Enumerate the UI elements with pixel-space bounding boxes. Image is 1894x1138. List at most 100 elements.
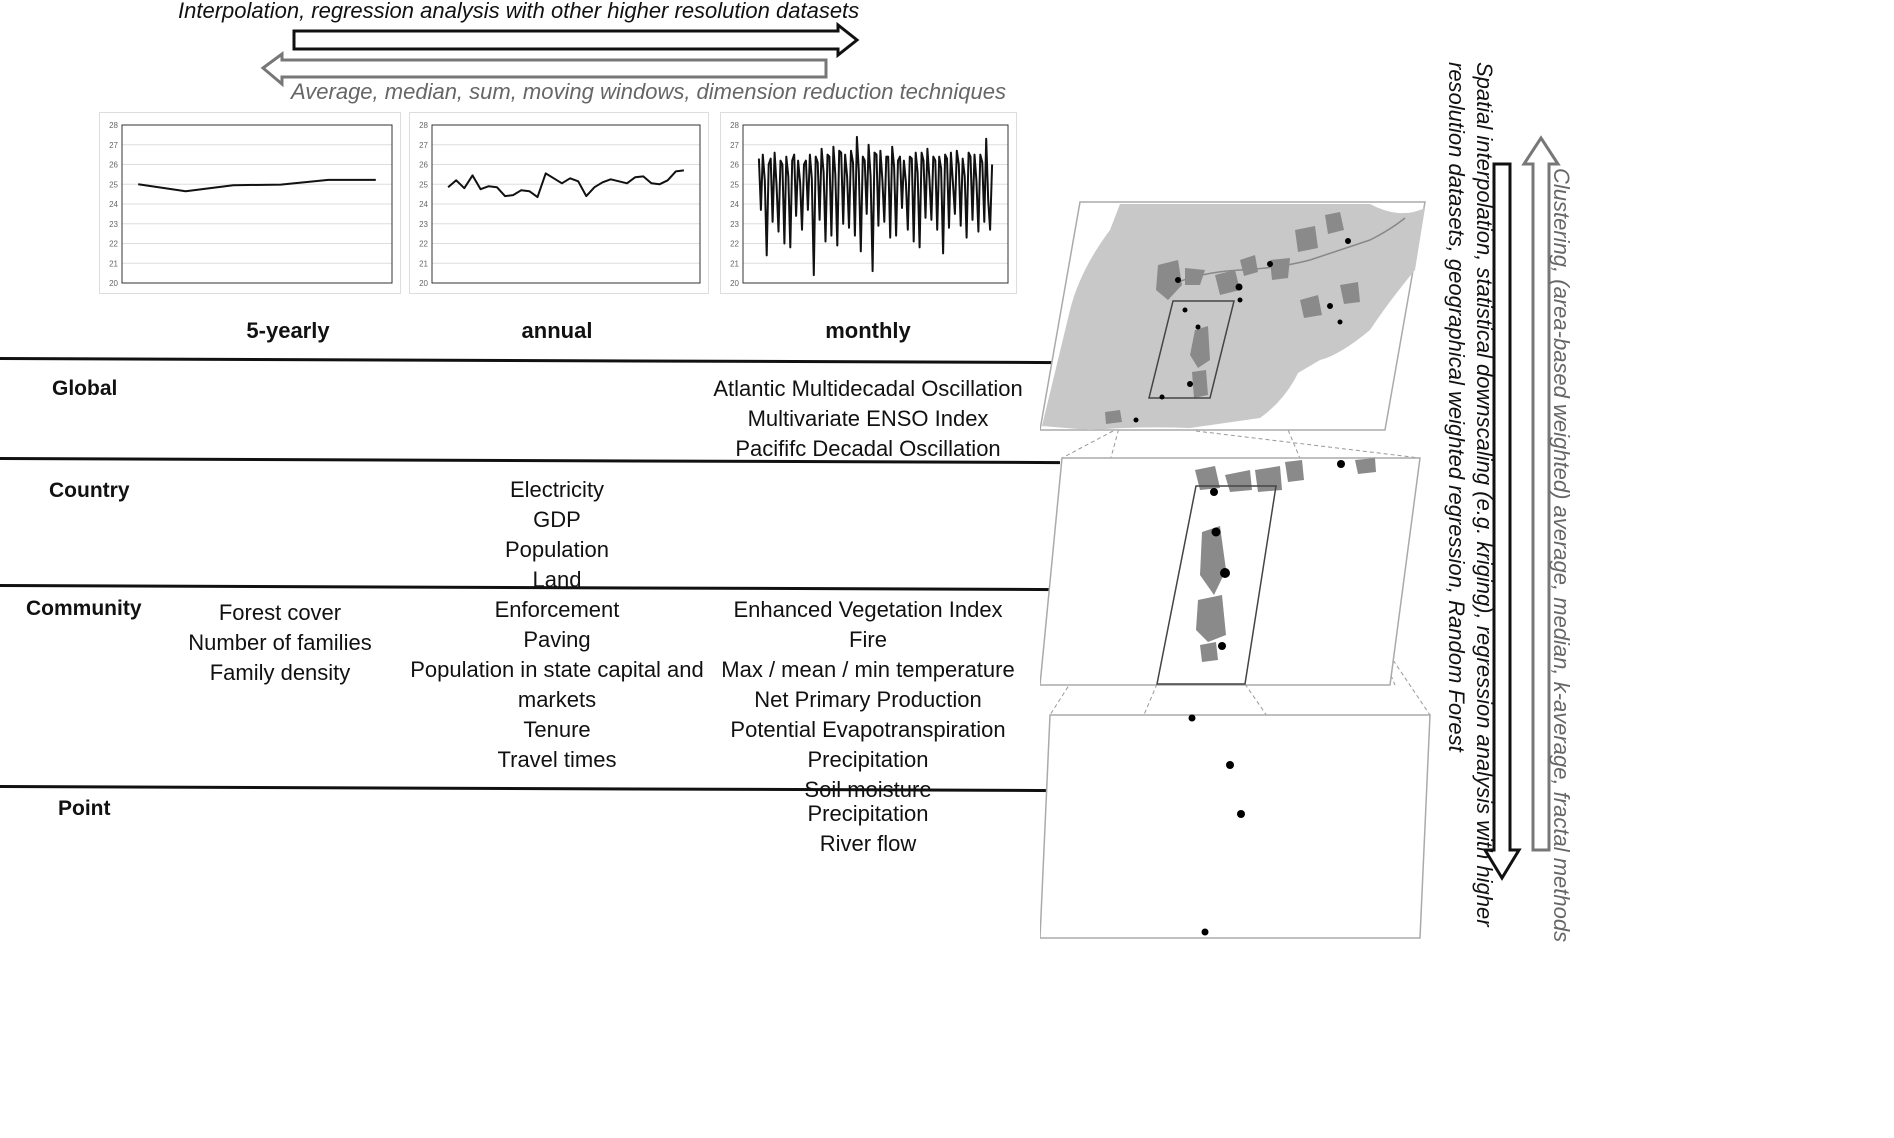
y-tick-label: 22 (419, 240, 428, 249)
plot-frame (121, 124, 393, 284)
y-tick-label: 27 (419, 141, 428, 150)
y-tick-label: 27 (730, 141, 739, 150)
cell-line: GDP (533, 507, 581, 532)
y-tick-label: 27 (109, 141, 118, 150)
cell-line: Precipitation (807, 801, 929, 826)
chart-5-yearly-svg: 20 21 22 23 24 25 26 27 28 (109, 121, 393, 288)
y-tick-label: 26 (419, 161, 428, 170)
downscaling-caption: Spatial interpolation, statistical downs… (1442, 62, 1498, 927)
cell-line: Atlantic Multidecadal Oscillation (713, 376, 1023, 401)
chart-annual: 20 21 22 23 24 25 26 27 28 (409, 112, 709, 294)
site-markers-regional (1133, 238, 1351, 423)
cell-line: markets (517, 687, 597, 712)
row-header-country: Country (49, 479, 130, 502)
y-tick-label: 24 (109, 200, 118, 209)
cell-community-monthly: Enhanced Vegetation Index Fire Max / mea… (713, 595, 1023, 805)
row-header-global: Global (52, 377, 118, 400)
community-patches (1105, 212, 1360, 424)
y-tick-label: 23 (109, 220, 118, 229)
y-tick-label: 23 (419, 220, 428, 229)
cell-line: Forest cover (218, 600, 342, 625)
y-tick-label: 26 (730, 161, 739, 170)
column-header-monthly: monthly (825, 318, 911, 343)
y-tick-label: 25 (730, 180, 739, 189)
left-arrow (260, 51, 828, 88)
plot-frame (742, 124, 1009, 284)
y-tick-label: 28 (109, 121, 118, 130)
downscaling-caption-line2: resolution datasets, geographical weight… (1444, 62, 1469, 752)
cell-line: Population in state capital and (410, 657, 704, 682)
column-header-annual: annual (521, 318, 593, 343)
y-tick-label: 21 (730, 259, 739, 268)
chart-annual-svg: 20 21 22 23 24 25 26 27 28 (419, 121, 701, 288)
cell-line: Travel times (497, 747, 617, 772)
map-stack (1040, 201, 1431, 939)
cell-community-annual: Enforcement Paving Population in state c… (402, 595, 712, 775)
y-tick-label: 26 (109, 161, 118, 170)
y-tick-label: 22 (109, 240, 118, 249)
cell-line: Family density (209, 660, 351, 685)
side-arrows (1482, 135, 1561, 881)
land-area (1042, 204, 1425, 430)
y-tick-label: 20 (109, 279, 118, 288)
series-line (138, 178, 376, 193)
cell-line: Max / mean / min temperature (721, 657, 1015, 682)
downscaling-caption-line1: Spatial interpolation, statistical downs… (1472, 62, 1497, 927)
cell-line: Number of families (188, 630, 372, 655)
row-header-community: Community (26, 597, 142, 620)
y-tick-label: 20 (730, 279, 739, 288)
aggregation-caption: Average, median, sum, moving windows, di… (291, 79, 1006, 104)
cell-line: Precipitation (807, 747, 929, 772)
cell-line: River flow (819, 831, 917, 856)
cell-line: Fire (849, 627, 887, 652)
cell-line: Enhanced Vegetation Index (733, 597, 1003, 622)
y-tick-label: 25 (109, 180, 118, 189)
plot-frame (431, 124, 701, 284)
y-tick-label: 20 (419, 279, 428, 288)
cell-country-annual: Electricity GDP Population Land (407, 475, 707, 595)
cell-line: Tenure (523, 717, 591, 742)
site-markers-community (1210, 460, 1345, 650)
cell-line: Net Primary Production (754, 687, 982, 712)
site-markers-point (1188, 714, 1245, 936)
zoom-box-regional (1148, 300, 1235, 399)
y-tick-label: 23 (730, 220, 739, 229)
top-arrows (260, 21, 860, 88)
y-tick-label: 22 (730, 240, 739, 249)
cell-community-5-yearly: Forest cover Number of families Family d… (150, 598, 410, 688)
right-arrow (292, 21, 860, 59)
row-header-point: Point (58, 797, 111, 820)
cell-line: Potential Evapotranspiration (730, 717, 1006, 742)
chart-monthly-svg: 20 21 22 23 24 25 26 27 28 (730, 121, 1009, 288)
cell-global-monthly: Atlantic Multidecadal Oscillation Multiv… (703, 374, 1033, 464)
series-line (757, 135, 994, 277)
river (1167, 217, 1406, 287)
cell-line: Multivariate ENSO Index (747, 406, 989, 431)
series-line (447, 169, 685, 199)
cell-line: Land (532, 567, 582, 592)
y-tick-label: 24 (730, 200, 739, 209)
chart-5-yearly: 20 21 22 23 24 25 26 27 28 (99, 112, 401, 294)
column-header-5-yearly: 5-yearly (246, 318, 330, 343)
y-tick-label: 28 (730, 121, 739, 130)
y-tick-label: 21 (419, 259, 428, 268)
y-tick-label: 24 (419, 200, 428, 209)
y-tick-label: 25 (419, 180, 428, 189)
cell-line: Paving (523, 627, 591, 652)
zoom-box-community (1156, 485, 1277, 685)
y-tick-label: 21 (109, 259, 118, 268)
interpolation-caption: Interpolation, regression analysis with … (178, 0, 860, 23)
cell-line: Enforcement (494, 597, 620, 622)
chart-monthly: 20 21 22 23 24 25 26 27 28 (720, 112, 1017, 294)
cell-point-monthly: Precipitation River flow (718, 799, 1018, 859)
cell-line: Population (505, 537, 609, 562)
cell-line: Pacififc Decadal Oscillation (735, 436, 1001, 461)
cell-line: Electricity (509, 477, 605, 502)
up-arrow (1521, 135, 1561, 852)
cell-line: Soil moisture (804, 777, 932, 802)
y-tick-label: 28 (419, 121, 428, 130)
map-panel-point (1040, 714, 1431, 939)
divider-header (0, 357, 1060, 365)
upscaling-caption: Clustering, (area-based weighted) averag… (1549, 168, 1574, 943)
map-panel-community (1040, 457, 1421, 686)
